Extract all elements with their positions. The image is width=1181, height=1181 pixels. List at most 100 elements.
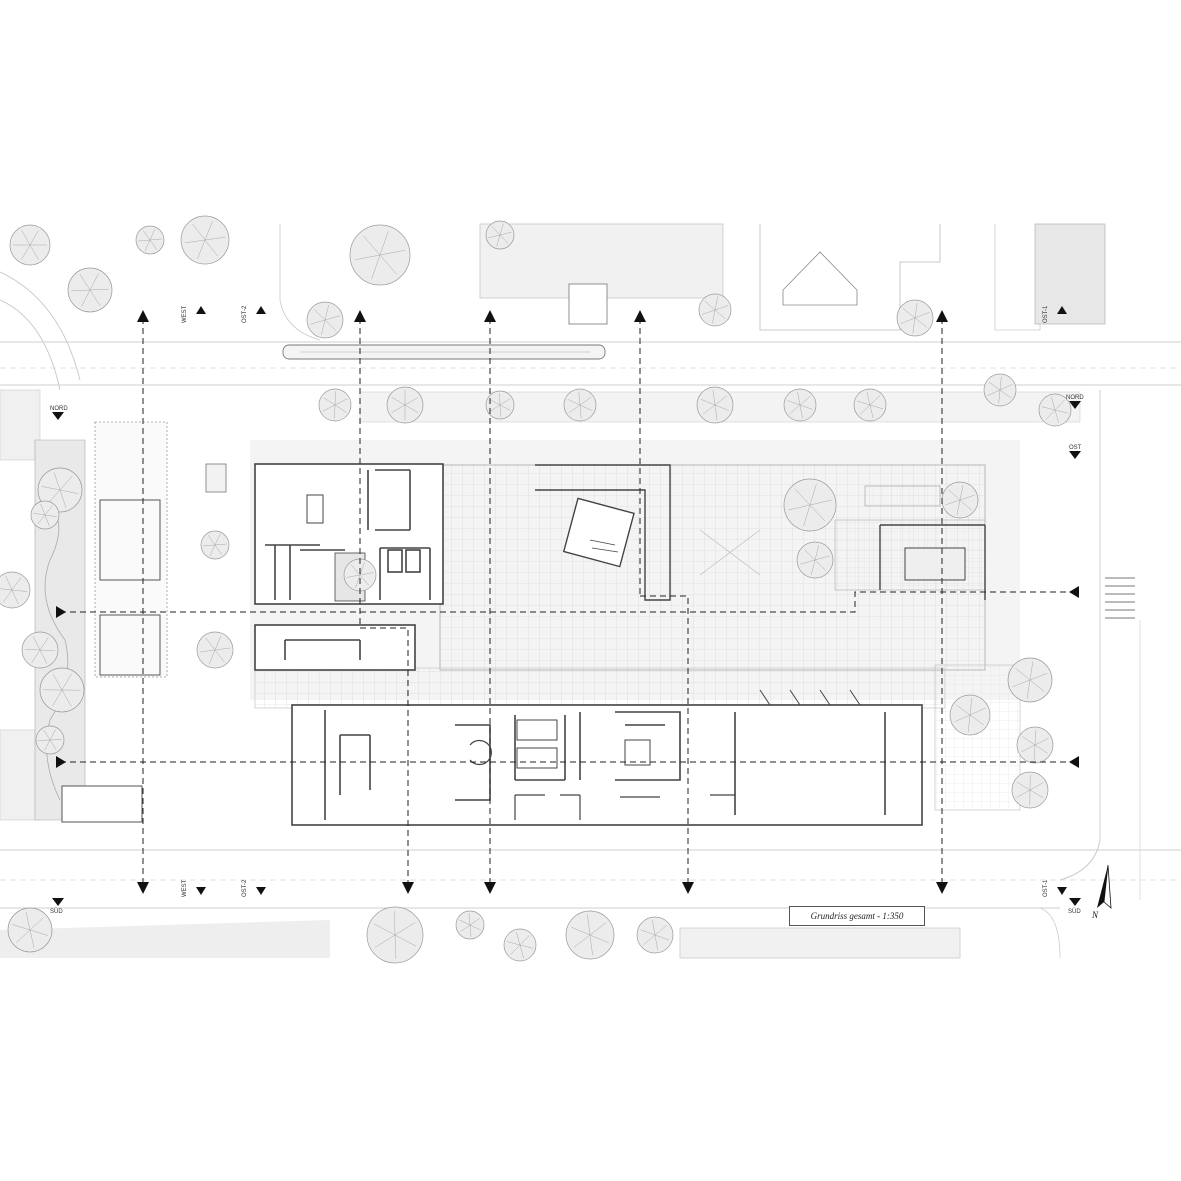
- marker-bottom-1: [137, 882, 149, 894]
- curved-street-edge: [0, 271, 81, 381]
- south-building-outline: [291, 704, 923, 826]
- tree-canopy: [349, 224, 411, 286]
- marker-right-sued: [1069, 898, 1081, 906]
- column-row: [759, 689, 861, 706]
- label-right-nord: NORD: [1066, 395, 1084, 401]
- section-labels: WEST OST-2 OST-1 WEST OST-2 OST-1 NORD N…: [50, 305, 1084, 915]
- site-context: [0, 223, 1181, 959]
- tree-canopy: [21, 631, 59, 669]
- stairs-block: [864, 485, 941, 507]
- plaza-grid-lower: [254, 667, 946, 709]
- marker-right-nord: [1069, 401, 1081, 409]
- tree-canopy: [366, 906, 424, 964]
- marker-right-ost: [1069, 451, 1081, 459]
- tree-canopy: [1016, 726, 1054, 764]
- marker-top-2: [354, 310, 366, 322]
- building-south: [291, 689, 923, 826]
- tree-canopy: [1007, 657, 1053, 703]
- label-top-west: WEST: [182, 305, 188, 323]
- north-building-wc-1: [387, 549, 403, 573]
- tree-canopy: [896, 299, 934, 337]
- marker-top-1: [137, 310, 149, 322]
- label-bottom-ost2: OST-2: [242, 879, 248, 897]
- tree-canopy: [941, 481, 979, 519]
- left-pavilion-room: [99, 499, 161, 581]
- tree-canopy: [39, 667, 85, 713]
- label-right-sued: SÜD: [1068, 908, 1081, 915]
- marker-bottom-sued: [52, 898, 64, 906]
- south-building-lower-walls: [514, 794, 735, 820]
- context-building-top-right: [1034, 223, 1106, 325]
- marker-right-mid: [1069, 586, 1079, 598]
- section-markers: [52, 306, 1081, 906]
- marker-top-4: [634, 310, 646, 322]
- tree-canopy: [1011, 771, 1049, 809]
- tree-canopy: [636, 916, 674, 954]
- context-parking-top-right: [994, 224, 1041, 331]
- label-left-nord: NORD: [50, 406, 68, 412]
- tree-canopy: [783, 478, 837, 532]
- tree-canopy: [949, 694, 991, 736]
- tree-canopy: [318, 388, 352, 422]
- north-building-core: [306, 494, 324, 524]
- tree-canopy: [563, 388, 597, 422]
- top-left-parking: [279, 224, 321, 341]
- south-building-wc-1: [516, 719, 558, 741]
- context-building-small-square: [568, 283, 608, 325]
- marker-bottom-2: [402, 882, 414, 894]
- tree-canopy: [9, 224, 51, 266]
- street-right-curve: [1059, 839, 1101, 881]
- trees: [0, 215, 1072, 964]
- marker-bottom-ost2: [256, 887, 266, 895]
- tree-canopy: [386, 386, 424, 424]
- tree-canopy: [503, 928, 537, 962]
- marker-bottom-west: [196, 887, 206, 895]
- tree-canopy: [7, 907, 53, 953]
- tree-canopy: [698, 293, 732, 327]
- pavilion-wall-l: [535, 464, 671, 601]
- building-center-pavilion: [535, 464, 671, 601]
- north-arrow-icon: [1097, 865, 1108, 908]
- tree-canopy: [67, 267, 113, 313]
- tree-canopy: [200, 530, 230, 560]
- tree-canopy: [783, 388, 817, 422]
- tree-canopy: [696, 386, 734, 424]
- tree-canopy: [0, 571, 31, 609]
- zebra-crossing: [1105, 577, 1135, 619]
- semicircle-room: [469, 739, 492, 766]
- marker-top-west: [196, 306, 206, 314]
- tree-canopy: [30, 500, 60, 530]
- section-lines: [60, 318, 1073, 886]
- building-east-pavilion: [879, 524, 986, 600]
- tree-canopy: [983, 373, 1017, 407]
- marker-left-mid: [56, 606, 66, 618]
- label-right-ost: OST: [1069, 445, 1082, 451]
- tree-canopy: [343, 558, 377, 592]
- marker-top-5: [936, 310, 948, 322]
- tree-canopy: [485, 220, 515, 250]
- tree-canopy: [853, 388, 887, 422]
- label-bottom-sued: SÜD: [50, 908, 63, 915]
- context-bottom-left-shade: [0, 920, 330, 958]
- drawing-caption-box: Grundriss gesamt - 1:350: [789, 906, 925, 926]
- left-pavilion-outline: [94, 421, 168, 678]
- marker-top-3: [484, 310, 496, 322]
- north-building-lower-wing: [254, 624, 416, 671]
- context-left-building-b: [0, 729, 41, 821]
- pavilion-kiosk-detail: [589, 539, 619, 553]
- marker-left-nord: [52, 412, 64, 420]
- east-pavilion-court: [904, 547, 966, 581]
- north-letter: N: [1091, 910, 1099, 920]
- marker-right-bottom: [1069, 756, 1079, 768]
- marker-top-ost2: [256, 306, 266, 314]
- marker-bottom-3: [484, 882, 496, 894]
- north-building-wc-2: [405, 549, 421, 573]
- bottom-right-curb: [1039, 907, 1061, 959]
- tree-canopy: [37, 467, 83, 513]
- label-top-ost2: OST-2: [242, 305, 248, 323]
- section-line-jog-1: [360, 627, 409, 886]
- tree-canopy: [180, 215, 230, 265]
- east-pavilion-frame: [879, 524, 986, 600]
- tree-canopy: [485, 390, 515, 420]
